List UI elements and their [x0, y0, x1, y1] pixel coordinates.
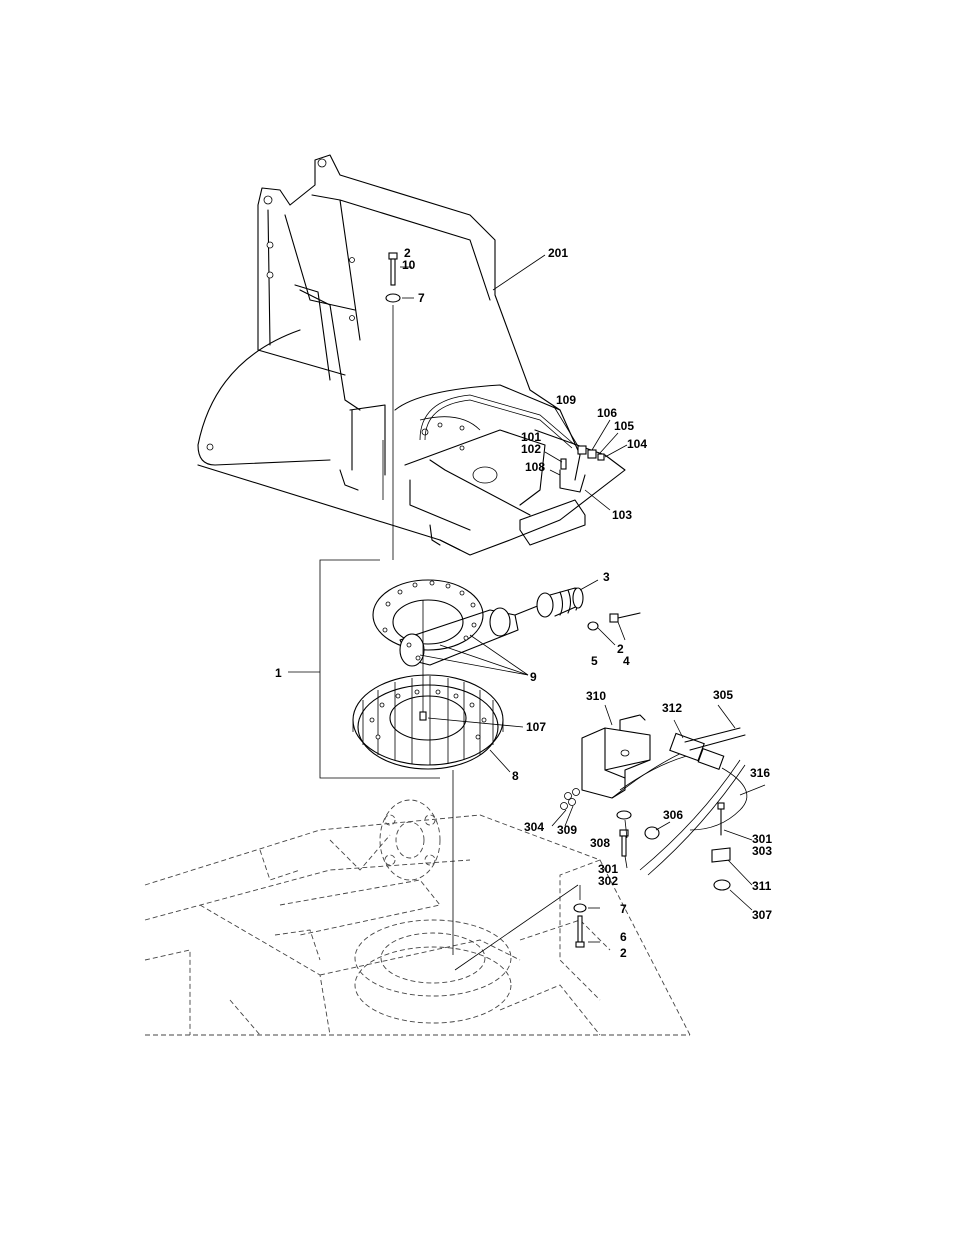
callout-5: 5: [591, 654, 598, 668]
callout-311: 311: [752, 879, 772, 893]
callout-8: 8: [512, 769, 519, 783]
swing-bearing-drive: [372, 579, 641, 667]
upper-bolt-washer: [382, 252, 401, 560]
callout-7-bottom: 7: [620, 902, 627, 916]
callout-108: 108: [525, 460, 545, 474]
callout-306: 306: [663, 808, 683, 822]
callout-104: 104: [627, 437, 647, 451]
callout-106: 106: [597, 406, 617, 420]
callout-304: 304: [524, 820, 544, 834]
turntable-weldment: [197, 154, 626, 556]
callout-303: 303: [752, 844, 772, 858]
callout-301-left: 301: [598, 862, 618, 876]
callout-1: 1: [275, 666, 282, 680]
callout-309: 309: [557, 823, 577, 837]
callout-305: 305: [713, 688, 733, 702]
callout-301-right: 301: [752, 832, 772, 846]
callout-3: 3: [603, 570, 610, 584]
callout-316: 316: [750, 766, 770, 780]
callout-6: 6: [620, 930, 627, 944]
callout-2-mid: 2: [617, 642, 624, 656]
callout-310: 310: [586, 689, 606, 703]
callout-101: 101: [521, 430, 541, 444]
callout-102: 102: [521, 442, 541, 456]
callout-201: 201: [548, 246, 568, 260]
sensor-bracket-assembly: [560, 714, 748, 891]
drive-sprocket: [379, 799, 441, 881]
callout-7-top: 7: [418, 291, 425, 305]
leader-lines: [400, 254, 766, 943]
callout-labels: 201 2 10 7 109 106 105 101 104 102 108 1…: [275, 246, 772, 960]
callout-10: 10: [402, 258, 416, 272]
callout-4: 4: [623, 654, 630, 668]
callout-9: 9: [530, 670, 537, 684]
callout-312: 312: [662, 701, 682, 715]
base-frame-dashed: [144, 814, 691, 1036]
callout-107: 107: [526, 720, 546, 734]
callout-105: 105: [614, 419, 634, 433]
callout-2-bottom: 2: [620, 946, 627, 960]
callout-109: 109: [556, 393, 576, 407]
lower-bolt-washer: [454, 884, 587, 971]
group-1-bracket: [319, 559, 440, 779]
callout-308: 308: [590, 836, 610, 850]
callout-307: 307: [752, 908, 772, 922]
callout-103: 103: [612, 508, 632, 522]
callout-302: 302: [598, 874, 618, 888]
callout-2-top: 2: [404, 246, 411, 260]
gear-ring: [352, 600, 504, 955]
